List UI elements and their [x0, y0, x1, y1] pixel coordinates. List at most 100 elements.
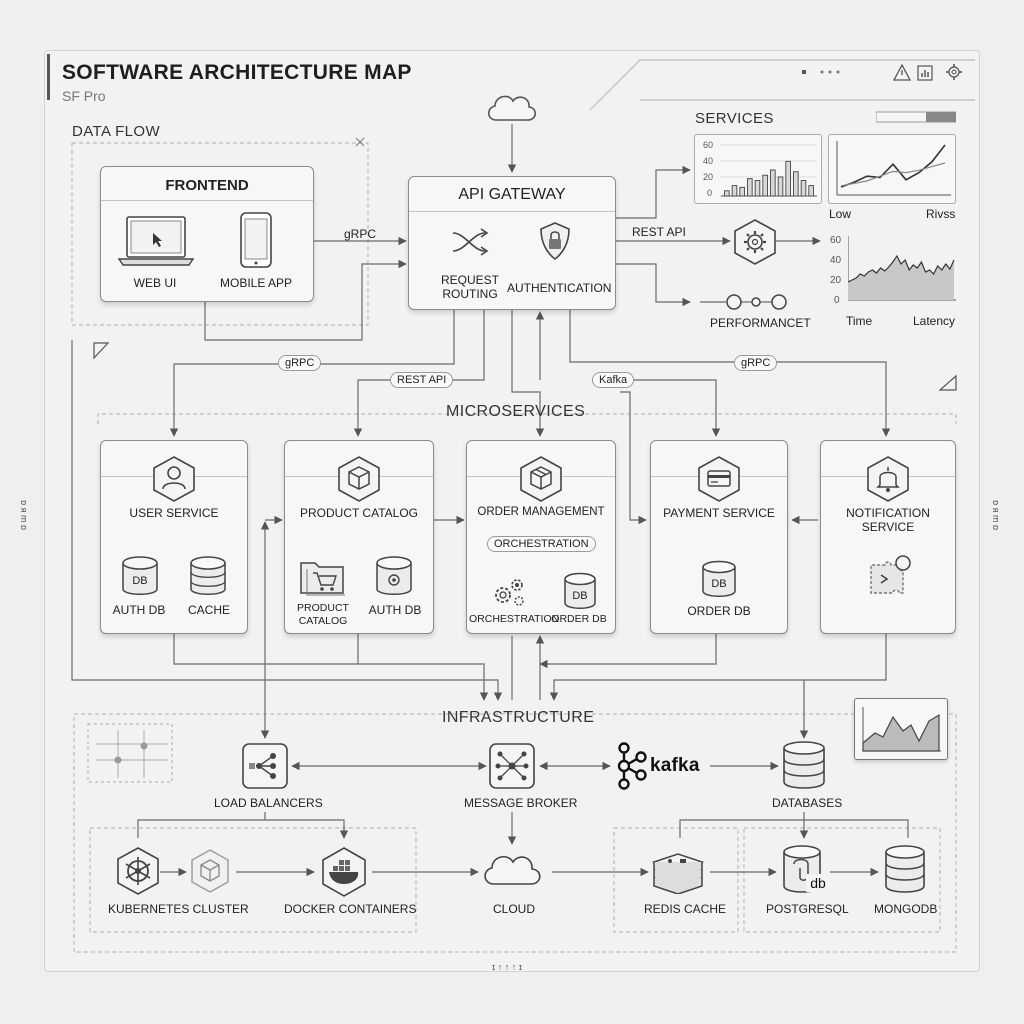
routing-label: ROUTING: [442, 287, 498, 301]
bar-mark: [785, 160, 791, 197]
mini-area-chart: [862, 707, 941, 752]
product-catalog-title: PRODUCT CATALOG: [299, 506, 418, 520]
mongodb-icon[interactable]: [882, 844, 928, 896]
bar-mark: [724, 190, 730, 197]
request-label: REQUEST: [440, 273, 499, 287]
order-db-label: ORDER DB: [551, 613, 607, 625]
kubernetes-icon[interactable]: [114, 846, 162, 898]
bar-mark: [754, 179, 761, 197]
line-chart-card: [828, 134, 956, 204]
docker-icon[interactable]: [318, 846, 370, 898]
line-series-1: [840, 144, 946, 188]
payment-db-icon: DB: [702, 560, 736, 597]
bar-chart: [721, 144, 817, 197]
performance-label: PERFORMANCET: [710, 316, 811, 330]
mobile-icon: [240, 212, 272, 268]
product-catalog-box[interactable]: PRODUCT CATALOG PRODUCT CATALOG AUTH DB: [284, 440, 434, 634]
page-title: SOFTWARE ARCHITECTURE MAP: [62, 61, 412, 84]
kafka-icon[interactable]: [616, 742, 648, 790]
notification-service-box[interactable]: NOTIFICATION SERVICE: [820, 440, 956, 634]
db-glyph: DB: [711, 578, 726, 590]
rest-api-services-label: REST API: [632, 225, 686, 239]
line-chart: [836, 141, 951, 196]
user-icon: [153, 456, 195, 502]
auth-db-icon: DB: [122, 556, 158, 595]
load-balancer-icon[interactable]: [241, 742, 289, 790]
product-sub-label-2: CATALOG: [298, 615, 348, 627]
user-service-box[interactable]: USER SERVICE DB AUTH DB CACHE: [100, 440, 248, 634]
frontend-title: FRONTEND: [165, 177, 249, 194]
bar-mark: [770, 169, 776, 197]
message-broker-icon[interactable]: [488, 742, 536, 790]
bar-chart-icon[interactable]: [917, 65, 933, 81]
laptop-icon: [117, 216, 195, 266]
auth-db-label: AUTH DB: [112, 603, 166, 617]
bar-mark: [731, 185, 738, 197]
gear-icon[interactable]: [946, 64, 962, 80]
mini-chart-card: [854, 698, 948, 760]
puzzle-gear-icon: [870, 555, 911, 594]
infra-cloud-icon[interactable]: [480, 846, 546, 888]
bar-mark: [793, 171, 799, 197]
page-subtitle: SF Pro: [62, 88, 106, 104]
latency-x-label: Time: [846, 314, 873, 328]
infrastructure-label: INFRASTRUCTURE: [442, 709, 595, 726]
cloud-icon[interactable]: [484, 86, 540, 126]
bar-mark: [739, 186, 745, 197]
auth-db-gear-icon: [376, 556, 412, 595]
shield-lock-icon: [540, 222, 570, 261]
latency-area-fill: [848, 256, 954, 300]
payment-service-box[interactable]: PAYMENT SERVICE DB ORDER DB: [650, 440, 788, 634]
frontend-box[interactable]: FRONTEND WEB UI MOBILE APP: [100, 166, 314, 302]
bell-icon: [867, 456, 909, 502]
db-glyph: DB: [132, 575, 147, 587]
services-label: SERVICES: [695, 110, 774, 127]
postgresql-icon[interactable]: db: [780, 844, 832, 896]
latency-y-label: Latency: [913, 314, 956, 328]
toolbar-icons: [802, 64, 962, 81]
latency-line: [848, 254, 955, 283]
bottom-marks: ɪ ↑ ↑ ↑ ɪ: [492, 962, 522, 972]
kafka-mid-pill: Kafka: [592, 372, 635, 388]
databases-label: DATABASES: [772, 796, 843, 810]
service-gear-icon[interactable]: [732, 218, 778, 266]
bar-mark: [800, 179, 807, 197]
order-management-box[interactable]: ORDER MANAGEMENT ORCHESTRATION DB ORCHES…: [466, 440, 616, 634]
payment-order-db-label: ORDER DB: [687, 604, 751, 618]
line-chart-left-label: Low: [829, 207, 852, 221]
postgres-db-glyph: db: [810, 875, 826, 891]
order-management-title: ORDER MANAGEMENT: [477, 506, 605, 518]
data-flow-label: DATA FLOW: [72, 123, 161, 140]
redis-icon[interactable]: [650, 848, 706, 894]
bar-mark: [762, 174, 768, 197]
latency-area-chart: [848, 236, 956, 301]
notification-title-2: SERVICE: [861, 520, 915, 534]
cloud-label: CLOUD: [493, 902, 536, 916]
line-chart-right-label: Rivss: [926, 207, 956, 221]
cache-label: CACHE: [187, 603, 230, 617]
docker-label: DOCKER CONTAINERS: [284, 902, 417, 916]
order-db-icon: DB: [564, 572, 596, 609]
mobile-app-label: MOBILE APP: [219, 276, 293, 290]
right-side-marks: ɑ ɯ ʁ ɑ: [990, 500, 1000, 530]
box-icon: [338, 456, 380, 502]
kubernetes-label: KUBERNETES CLUSTER: [108, 902, 249, 916]
db-glyph: DB: [572, 590, 587, 602]
microservices-label: MICROSERVICES: [446, 403, 586, 420]
api-gateway-box[interactable]: API GATEWAY REQUEST ROUTING AUTHENTICATI…: [408, 176, 616, 310]
bar-mark: [777, 176, 784, 197]
warning-icon[interactable]: [892, 64, 912, 81]
orchestration-label: ORCHESTRATION: [469, 613, 560, 625]
gears-icon: [495, 579, 524, 606]
dot-menu-icon[interactable]: [802, 70, 806, 74]
orchestration-pill: ORCHESTRATION: [487, 536, 596, 552]
grpc-left-pill: gRPC: [278, 355, 322, 371]
product-auth-db-label: AUTH DB: [368, 603, 422, 617]
load-balancers-label: LOAD BALANCERS: [214, 796, 323, 810]
bar-chart-card: 60 40 20 0: [694, 134, 822, 204]
credit-card-icon: [698, 456, 740, 502]
databases-icon[interactable]: [780, 740, 828, 792]
cart-folder-icon: [300, 562, 345, 596]
left-side-marks: ɑ ɯ ʁ ɑ: [18, 500, 28, 530]
